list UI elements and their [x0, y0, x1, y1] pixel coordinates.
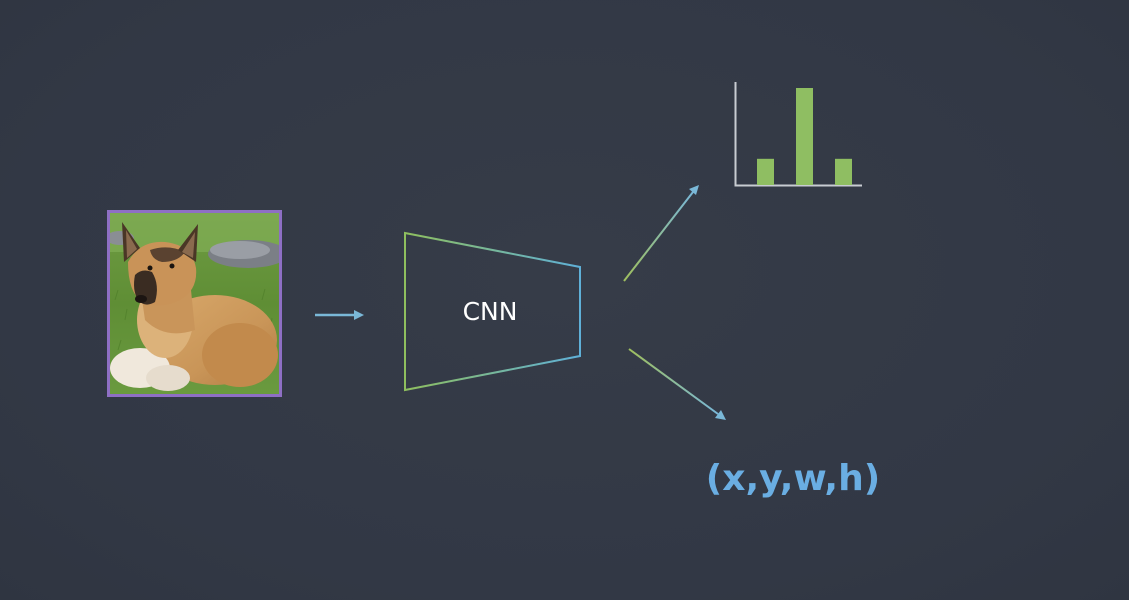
- bbox-arrow: [628, 348, 726, 420]
- bbox-coordinates-label: (x,y,w,h): [706, 458, 880, 499]
- score-bars: [757, 88, 852, 185]
- score-bar-2: [796, 88, 813, 185]
- cnn-trapezoid: [404, 231, 581, 392]
- cnn-block: CNN: [404, 231, 581, 392]
- cnn-label: CNN: [463, 297, 518, 326]
- input-arrow: [315, 310, 364, 320]
- input-dog-photo: [107, 210, 282, 397]
- score-bar-3: [835, 158, 852, 185]
- class-score-histogram: [734, 82, 862, 187]
- score-bar-1: [757, 158, 774, 185]
- photo-border: [107, 210, 282, 397]
- classification-arrow: [623, 185, 699, 282]
